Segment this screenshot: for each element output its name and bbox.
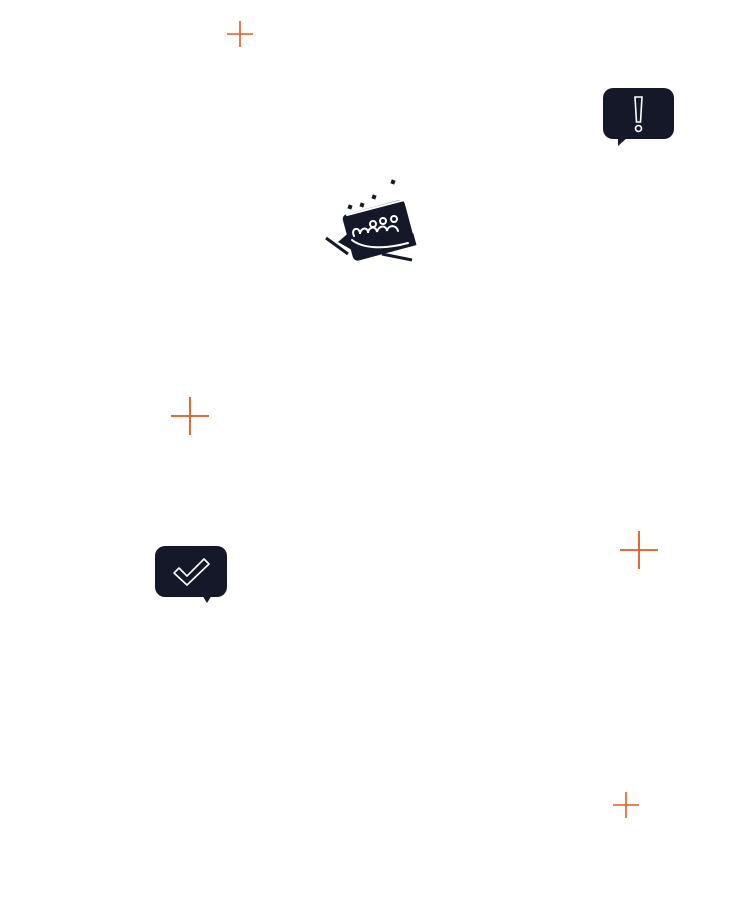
check-bubble-icon: [155, 546, 227, 603]
plus-icon: [227, 21, 253, 47]
tilted-card-icon: [325, 179, 417, 262]
exclamation-bubble-icon: [603, 88, 674, 146]
plus-icon: [620, 531, 658, 569]
plus-icon: [171, 397, 209, 435]
plus-icon: [613, 792, 639, 818]
